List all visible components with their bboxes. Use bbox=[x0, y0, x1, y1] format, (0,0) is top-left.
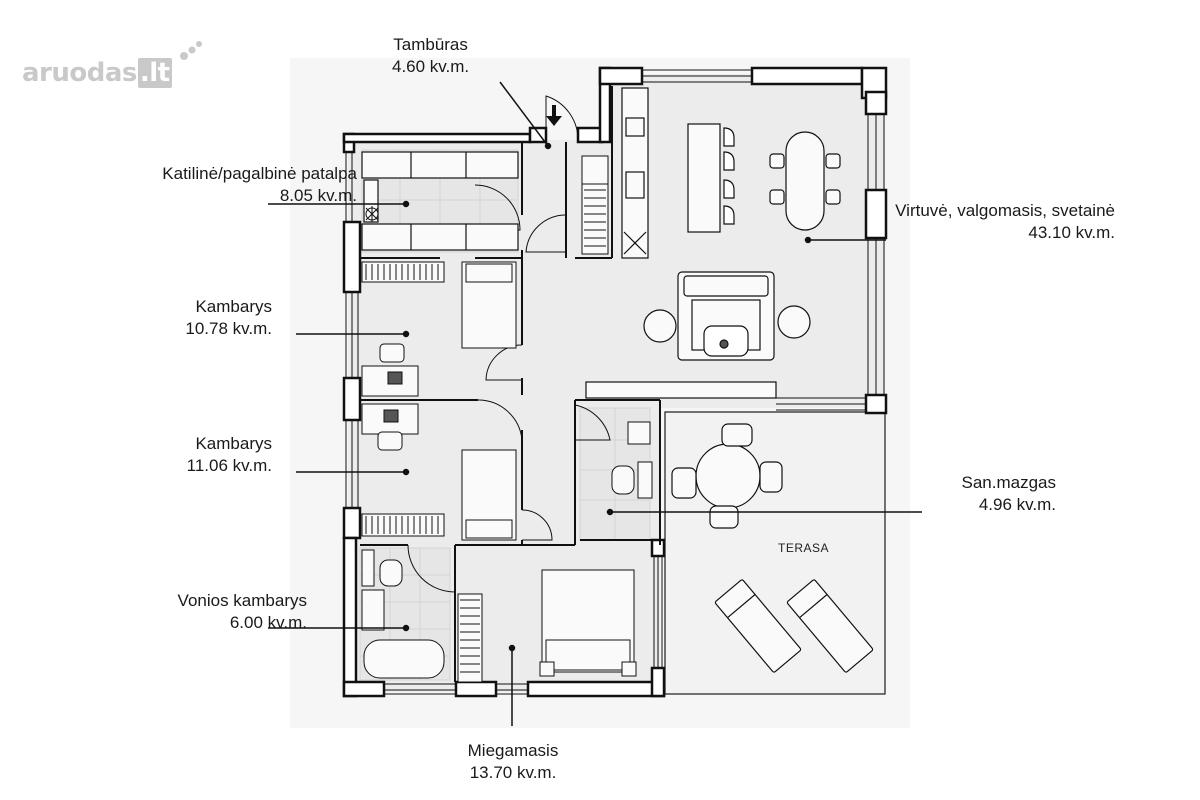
entrance-arrow-icon bbox=[546, 105, 562, 126]
room-area: 8.05 kv.m. bbox=[279, 186, 357, 205]
bedroom2-furniture bbox=[361, 403, 517, 541]
sofa bbox=[677, 271, 775, 361]
interior-walls bbox=[360, 86, 661, 682]
boiler-room-cabinets bbox=[361, 151, 519, 251]
room-name: San.mazgas bbox=[961, 473, 1057, 492]
room-label-katiline: Katilinė/pagalbinė patalpa 8.05 kv.m. bbox=[162, 163, 357, 207]
room-area: 4.96 kv.m. bbox=[978, 495, 1056, 514]
chimney-smoke-icon bbox=[180, 41, 202, 60]
room-name: Tambūras bbox=[393, 35, 468, 54]
leader-lines bbox=[268, 81, 922, 726]
kitchen-island bbox=[687, 123, 735, 233]
room-name: Vonios kambarys bbox=[177, 591, 307, 610]
bathroom-fixtures bbox=[361, 549, 445, 679]
room-label-vonios: Vonios kambarys 6.00 kv.m. bbox=[178, 590, 307, 634]
watermark-logo: aruodas.lt bbox=[22, 58, 172, 88]
room-label-miegamasis: Miegamasis 13.70 kv.m. bbox=[458, 740, 568, 784]
room-label-tamburas: Tambūras 4.60 kv.m. bbox=[392, 34, 469, 78]
room-name: Kambarys bbox=[195, 297, 272, 316]
room-name: Kambarys bbox=[195, 434, 272, 453]
room-label-kambarys2: Kambarys 11.06 kv.m. bbox=[187, 433, 272, 477]
terrace-furniture bbox=[671, 423, 874, 673]
vestibule-wardrobe bbox=[581, 155, 609, 255]
room-label-virtuve: Virtuvė, valgomasis, svetainė 43.10 kv.m… bbox=[895, 200, 1115, 244]
room-area: 6.00 kv.m. bbox=[229, 613, 307, 632]
terrace-label: TERASA bbox=[778, 541, 830, 555]
room-area: 10.78 kv.m. bbox=[185, 319, 272, 338]
room-label-sanmazgas: San.mazgas 4.96 kv.m. bbox=[962, 472, 1057, 516]
armchairs bbox=[643, 305, 811, 343]
plant-icon bbox=[365, 206, 379, 222]
watermark-suffix: .lt bbox=[137, 58, 172, 88]
kitchen-counter bbox=[621, 87, 649, 259]
room-area: 13.70 kv.m. bbox=[469, 763, 557, 782]
room-area: 11.06 kv.m. bbox=[186, 456, 272, 475]
wc-fixtures bbox=[611, 421, 653, 499]
dining-table bbox=[769, 131, 841, 231]
room-label-kambarys1: Kambarys 10.78 kv.m. bbox=[185, 296, 272, 340]
bedroom1-furniture bbox=[361, 261, 517, 397]
tv-unit bbox=[585, 381, 777, 399]
room-name: Miegamasis bbox=[467, 741, 559, 760]
watermark-text: aruodas bbox=[22, 58, 137, 88]
room-name: Virtuvė, valgomasis, svetainė bbox=[895, 201, 1115, 220]
room-area: 43.10 kv.m. bbox=[1028, 223, 1115, 242]
room-area: 4.60 kv.m. bbox=[392, 57, 470, 76]
room-name: Katilinė/pagalbinė patalpa bbox=[162, 164, 357, 183]
master-bedroom-furniture bbox=[457, 569, 637, 683]
